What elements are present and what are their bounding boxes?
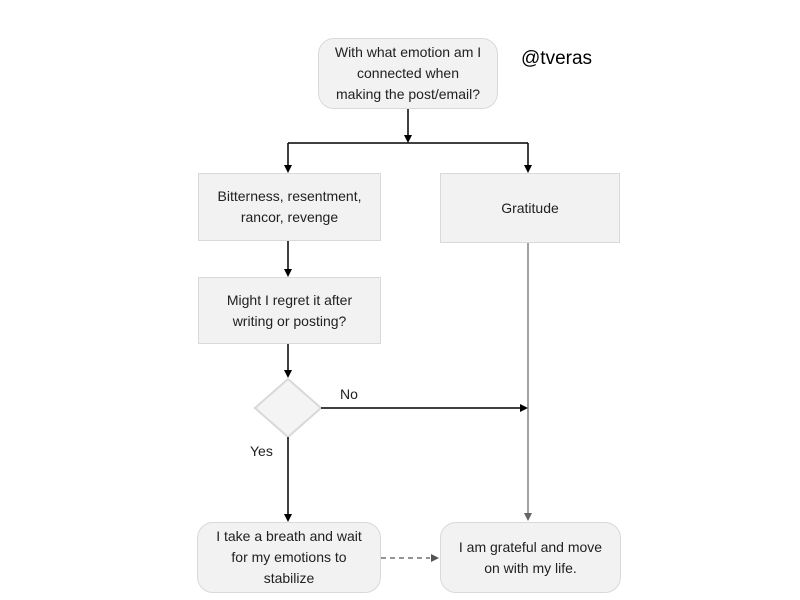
edge-decision-arrowhead bbox=[284, 370, 292, 378]
watermark-handle: @tveras bbox=[521, 48, 593, 69]
node-gratitude: Gratitude bbox=[440, 173, 620, 243]
node-grateful-move-on: I am grateful and move on with my life. bbox=[440, 522, 621, 593]
node-bitterness: Bitterness, resentment, rancor, revenge bbox=[198, 173, 381, 241]
node-regret-question: Might I regret it after writing or posti… bbox=[198, 277, 381, 344]
edge-label-no: No bbox=[340, 386, 358, 402]
edge-gratitude-arrowhead bbox=[524, 165, 532, 173]
edge-yes-arrowhead bbox=[284, 514, 292, 522]
edge-grateful-arrowhead bbox=[524, 513, 532, 521]
edge-no-arrowhead bbox=[520, 404, 528, 412]
edge-start-arrowhead bbox=[404, 135, 412, 143]
edge-label-yes: Yes bbox=[250, 443, 273, 459]
edge-dashed-arrowhead bbox=[431, 554, 439, 562]
edge-bitterness-arrowhead bbox=[284, 165, 292, 173]
decision-diamond bbox=[253, 377, 323, 439]
edge-regret-arrowhead bbox=[284, 269, 292, 277]
node-breath-wait: I take a breath and wait for my emotions… bbox=[197, 522, 381, 593]
node-start-question: With what emotion am I connected when ma… bbox=[318, 38, 498, 109]
